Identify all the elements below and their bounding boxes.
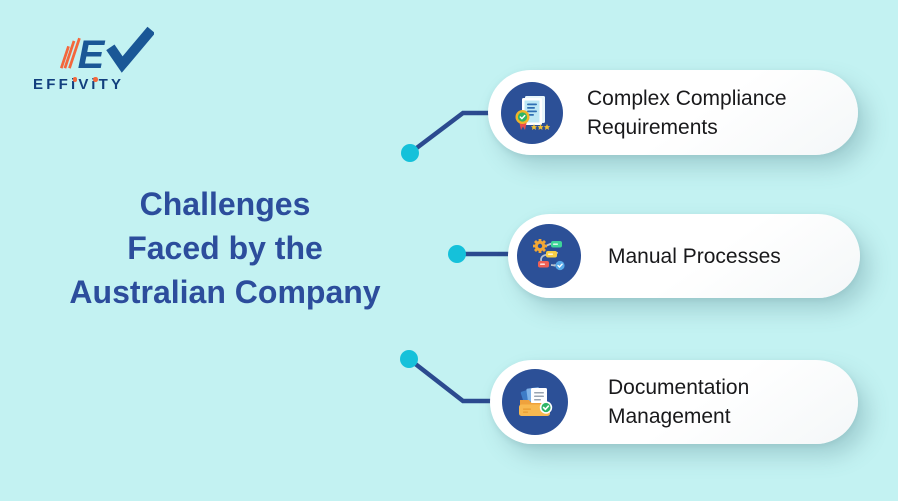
node-dot-1 <box>401 144 419 162</box>
title-line-1: Challenges <box>139 186 311 222</box>
process-flow-icon <box>517 224 581 288</box>
card-label: Complex Compliance Requirements <box>587 86 787 139</box>
brand-part: EFF <box>33 76 71 93</box>
logo-v-swoosh <box>106 26 154 73</box>
folder-documents-icon <box>502 369 568 435</box>
challenge-card-documentation: Documentation Management <box>490 360 858 444</box>
challenge-card-compliance: Complex Compliance Requirements <box>488 70 858 155</box>
card-label: Manual Processes <box>608 244 781 268</box>
logo-stripes <box>59 37 81 69</box>
title-line-2: Faced by the <box>127 230 323 266</box>
effivity-logo-mark-icon: E <box>59 26 154 76</box>
effivity-logo: E EFFiViTY <box>30 24 180 93</box>
brand-part-i: i <box>70 76 79 93</box>
brand-part: V <box>78 76 92 93</box>
flow-steps <box>538 241 562 268</box>
node-dot-3 <box>400 350 418 368</box>
brand-part: TY <box>98 76 125 93</box>
brand-wordmark: EFFiViTY <box>33 76 180 93</box>
brand-part-i: i <box>91 76 99 93</box>
logo-letter-e: E <box>78 33 106 76</box>
challenge-card-manual-processes: Manual Processes <box>508 214 860 298</box>
card-label: Documentation Management <box>608 376 750 428</box>
certificate-badge-icon <box>501 81 563 144</box>
gear-glyph <box>533 239 547 253</box>
node-dot-2 <box>448 245 466 263</box>
star-icons <box>531 123 550 130</box>
page-title: Challenges Faced by the Australian Compa… <box>25 182 425 314</box>
title-line-3: Australian Company <box>69 274 381 310</box>
